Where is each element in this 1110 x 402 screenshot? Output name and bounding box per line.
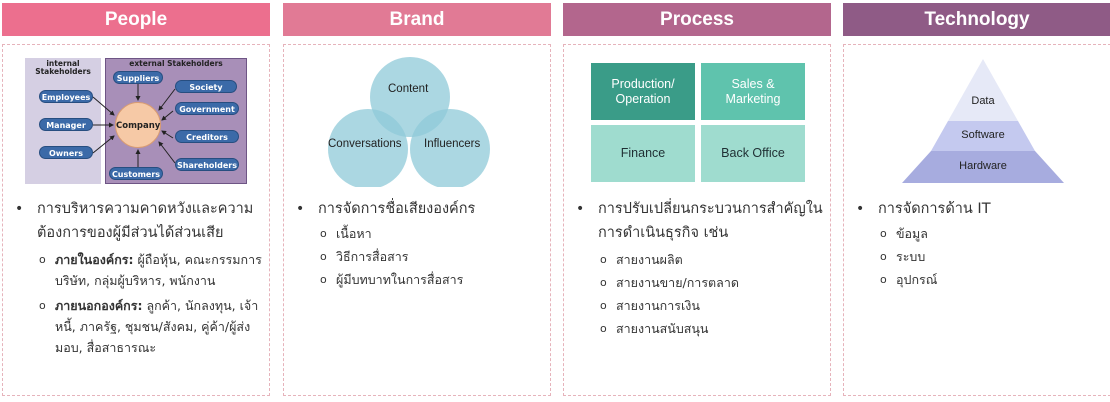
pyramid-label-software: Software xyxy=(961,129,1005,141)
stakeholder-government: Government xyxy=(175,102,239,115)
brand-header: Brand xyxy=(283,3,551,36)
technology-panel: Data Software Hardware •การจัดการด้าน IT… xyxy=(843,44,1110,396)
stakeholder-society: Society xyxy=(175,80,237,93)
people-bullet: •การบริหารความคาดหวังและความต้องการของผู… xyxy=(15,201,254,241)
venn-label-conversations: Conversations xyxy=(328,138,402,150)
technology-header: Technology xyxy=(843,3,1110,36)
process-box-production: Production/ Operation xyxy=(591,63,695,120)
process-panel: Production/ Operation Sales & Marketing … xyxy=(563,44,831,396)
stakeholder-employees: Employees xyxy=(39,90,93,103)
people-sub-external-label: ภายนอกองค์กร: xyxy=(55,298,143,313)
stakeholder-suppliers: Suppliers xyxy=(113,71,163,84)
process-bullet: •การปรับเปลี่ยนกระบวนการสำคัญในการดำเนิน… xyxy=(576,201,823,241)
it-pyramid: Data Software Hardware xyxy=(902,59,1064,183)
venn-circle-influencers xyxy=(410,109,490,189)
venn-circles xyxy=(328,57,490,189)
brand-bullet: •การจัดการชื่อเสียงองค์กร xyxy=(296,201,476,217)
venn-label-influencers: Influencers xyxy=(424,138,481,150)
process-header: Process xyxy=(563,3,831,36)
pyramid-layer-software xyxy=(931,121,1035,151)
people-column: People internal Stakeholders external St… xyxy=(2,0,270,402)
external-stakeholders-title: external Stakeholders xyxy=(129,59,223,68)
stakeholder-diagram: internal Stakeholders external Stakehold… xyxy=(25,58,247,184)
internal-stakeholders-title: internal Stakeholders xyxy=(35,59,91,76)
stakeholder-owners: Owners xyxy=(39,146,93,159)
pyramid-label-hardware: Hardware xyxy=(959,160,1007,172)
process-box-finance: Finance xyxy=(591,125,695,182)
stakeholder-arrows xyxy=(92,84,176,168)
stakeholder-customers: Customers xyxy=(109,167,163,180)
pyramid-layer-data xyxy=(948,59,1018,121)
pyramid-label-data: Data xyxy=(971,95,995,107)
brand-venn-diagram: Content Conversations Influencers xyxy=(326,57,506,189)
process-list: •การปรับเปลี่ยนกระบวนการสำคัญในการดำเนิน… xyxy=(576,197,824,339)
process-column: Process Production/ Operation Sales & Ma… xyxy=(563,0,831,402)
technology-column: Technology Data Software Hardware •การจั… xyxy=(843,0,1110,402)
stakeholder-creditors: Creditors xyxy=(175,130,239,143)
venn-label-content: Content xyxy=(388,83,429,95)
stakeholder-shareholders: Shareholders xyxy=(175,158,239,171)
venn-circle-conversations xyxy=(328,109,408,189)
people-panel: internal Stakeholders external Stakehold… xyxy=(2,44,270,396)
technology-bullet: •การจัดการด้าน IT xyxy=(856,201,991,217)
brand-panel: Content Conversations Influencers •การจั… xyxy=(283,44,551,396)
people-header: People xyxy=(2,3,270,36)
company-node: Company xyxy=(115,102,161,148)
people-list: •การบริหารความคาดหวังและความต้องการของผู… xyxy=(15,197,263,358)
pyramid-layer-hardware xyxy=(902,151,1064,183)
process-box-sales: Sales & Marketing xyxy=(701,63,805,120)
process-box-back-office: Back Office xyxy=(701,125,805,182)
brand-column: Brand Content Conversations Influencers … xyxy=(283,0,551,402)
people-sub-internal-label: ภายในองค์กร: xyxy=(55,252,134,267)
pyramid-shape xyxy=(902,59,1064,183)
stakeholder-manager: Manager xyxy=(39,118,93,131)
